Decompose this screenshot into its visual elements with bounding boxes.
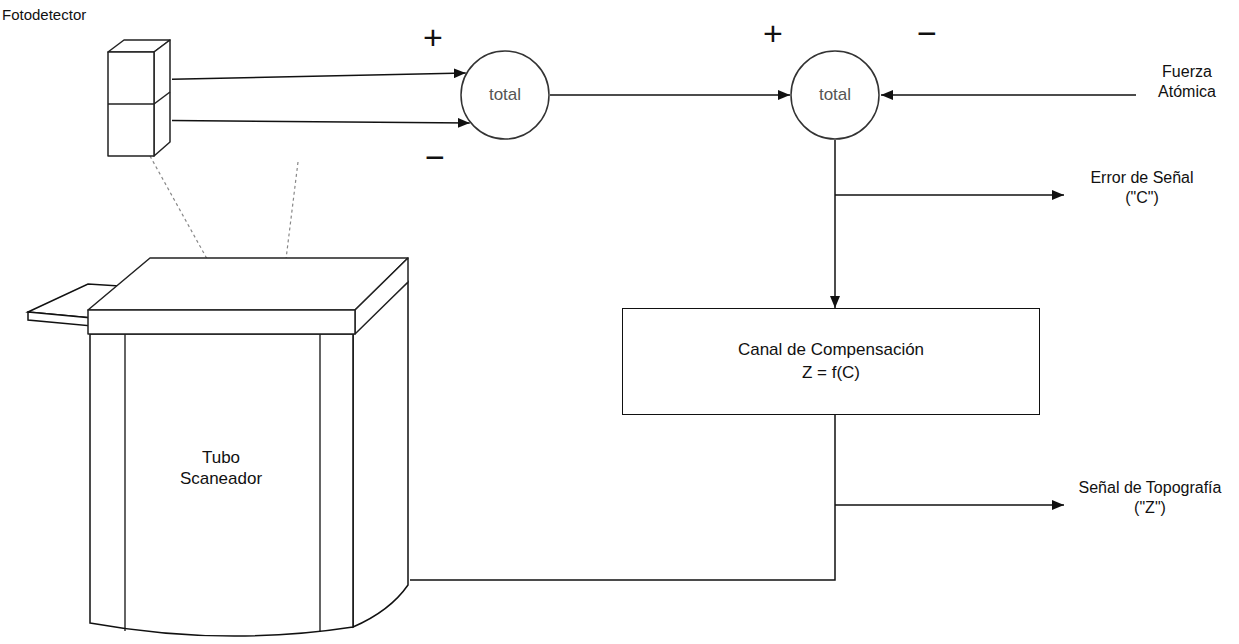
- scanner-tube: Tubo Scaneador: [88, 255, 410, 640]
- sign-plus: +: [418, 16, 448, 59]
- tube-top-front: [88, 310, 355, 334]
- text-holder: total: [460, 50, 550, 140]
- tube-side: [353, 282, 408, 627]
- scanner-tube-outline: [88, 255, 410, 640]
- detector-front: [108, 52, 154, 156]
- connector: [172, 73, 466, 79]
- tube-electrode-line: [319, 334, 320, 632]
- sign-plus: +: [758, 12, 788, 55]
- cantilever-chip-side: [28, 312, 92, 326]
- tube-top-side: [355, 258, 408, 334]
- node-label: Canal de Compensación: [738, 339, 924, 361]
- junction-circle: [791, 51, 879, 139]
- junction-circle: [461, 51, 549, 139]
- signal-name: Error de Señal ("C"): [1072, 168, 1212, 208]
- detector-side: [154, 40, 170, 156]
- connector: [172, 121, 470, 123]
- sign-minus: −: [912, 12, 942, 55]
- node-label: Tubo Scaneador: [166, 447, 276, 490]
- signal-arrow: [835, 504, 1064, 506]
- connector: [410, 415, 835, 580]
- signal-arrow: [881, 94, 1136, 96]
- summing-junction: total: [460, 50, 550, 140]
- tube-electrode-line: [124, 334, 125, 631]
- compensation-box: Canal de CompensaciónZ = f(C): [622, 308, 1040, 415]
- tube-front: [90, 334, 353, 636]
- detector-split: [108, 103, 154, 105]
- node-label: total: [819, 84, 851, 106]
- node-label: total: [489, 84, 521, 106]
- photodetector: Fotodetector: [108, 38, 172, 156]
- summing-junction: total: [790, 50, 880, 140]
- text-holder: total: [790, 50, 880, 140]
- sign-minus: −: [420, 136, 450, 179]
- signal-name: Señal de Topografía ("Z"): [1072, 478, 1228, 518]
- tube-top: [88, 258, 408, 310]
- node-label: Fotodetector: [2, 6, 114, 25]
- connector: [550, 94, 790, 96]
- signal-arrow: [835, 194, 1064, 196]
- connector: [834, 140, 836, 308]
- text-holder: Canal de CompensaciónZ = f(C): [623, 309, 1039, 414]
- photodetector-outline: [108, 38, 172, 156]
- signal-name: Fuerza Atómica: [1142, 62, 1232, 102]
- detector-split: [154, 92, 170, 104]
- node-label: Z = f(C): [802, 362, 860, 384]
